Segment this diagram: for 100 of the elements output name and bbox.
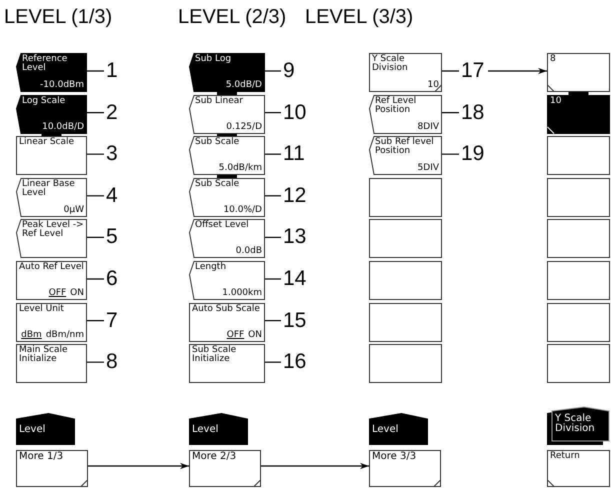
- menu-tab: [16, 413, 75, 445]
- menu-tab: [369, 413, 428, 445]
- leader-line: [265, 320, 281, 322]
- callout-number: 3: [106, 142, 130, 166]
- callout-number: 13: [283, 225, 308, 250]
- leader-line: [442, 154, 459, 155]
- callout-number: 8: [106, 350, 130, 374]
- softkey-label: Reference Level: [22, 55, 68, 73]
- softkey-label: Level: [192, 425, 220, 434]
- callout-number: 19: [461, 142, 486, 166]
- leader-line: [265, 195, 281, 196]
- empty-softkey: [369, 178, 442, 217]
- leader-line: [87, 236, 104, 238]
- softkey-label: Length: [195, 263, 228, 272]
- softkey-label: Y Scale Division: [555, 414, 596, 434]
- setting-value: 10: [428, 80, 439, 90]
- leader-line: [87, 195, 104, 196]
- leader-line: [265, 236, 281, 238]
- softkey-label: Return: [550, 452, 581, 461]
- setting-value: 0.125/D: [226, 122, 262, 132]
- softkey: [16, 94, 87, 134]
- leader-line: [265, 278, 281, 280]
- leader-line: [265, 70, 281, 72]
- callout-number: 5: [106, 225, 130, 250]
- leader-line: [265, 112, 281, 114]
- callout-number: 6: [106, 267, 130, 291]
- softkey: [16, 219, 87, 258]
- callout-number: 9: [283, 59, 308, 83]
- softkey-label: Sub Ref level Position: [375, 138, 435, 156]
- setting-value: 0.0dB: [236, 246, 262, 256]
- setting-value: 5DIV: [418, 163, 439, 174]
- softkey-label: More 3/3: [372, 452, 418, 461]
- column-heading: LEVEL (3/3): [305, 6, 414, 29]
- softkey-label: More 1/3: [19, 452, 64, 461]
- arrow: [88, 462, 189, 470]
- softkey-label: Sub Scale: [195, 138, 240, 148]
- softkey: [189, 261, 265, 300]
- softkey-label: Auto Ref Level: [19, 263, 84, 272]
- softkey-label: Linear Scale: [19, 138, 76, 148]
- softkey: [16, 302, 87, 342]
- softkey-label: Sub Scale: [195, 180, 240, 189]
- softkey: [16, 261, 87, 300]
- leader-line: [87, 362, 104, 363]
- leader-line: [265, 362, 281, 363]
- softkey-label: Level Unit: [19, 304, 65, 314]
- softkey-label: Sub Log: [195, 55, 232, 64]
- softkey-label: Main Scale Initialize: [19, 346, 69, 364]
- softkey: [189, 136, 265, 176]
- callout-number: 12: [283, 184, 308, 208]
- setting-value: OFF: [48, 288, 66, 298]
- softkey: [189, 450, 261, 487]
- column-heading: LEVEL (2/3): [178, 6, 286, 29]
- softkey: [547, 94, 610, 134]
- empty-softkey: [369, 344, 442, 384]
- softkey: [369, 94, 442, 134]
- leader-line: [442, 112, 459, 114]
- softkey: [189, 344, 265, 384]
- callout-number: 7: [106, 308, 130, 333]
- callout-number: 18: [461, 100, 486, 125]
- callout-number: 1: [106, 59, 130, 83]
- empty-softkey: [547, 302, 610, 342]
- arrow: [261, 462, 369, 470]
- softkey: [547, 450, 610, 487]
- softkey-label: Auto Sub Scale: [192, 304, 261, 314]
- softkey-label: More 2/3: [192, 452, 238, 461]
- softkey-label: Linear Base Level: [22, 180, 76, 198]
- setting-value: 5.0dB/km: [218, 163, 262, 174]
- softkey: [369, 53, 442, 92]
- setting-value: dBm: [21, 330, 42, 340]
- callout-number: 15: [283, 308, 308, 333]
- leader-line: [87, 112, 104, 114]
- softkey: [369, 136, 442, 176]
- softkey-label: Sub Linear: [195, 96, 244, 106]
- softkey: [16, 450, 88, 487]
- setting-value: 8DIV: [418, 122, 439, 132]
- callout-number: 4: [106, 184, 130, 208]
- softkey-label: Ref Level Position: [375, 96, 418, 115]
- softkey-label: 8: [550, 55, 557, 64]
- empty-softkey: [547, 344, 610, 384]
- setting-value: ON: [248, 330, 262, 340]
- setting-value: -10.0dBm: [40, 80, 84, 90]
- empty-softkey: [547, 261, 610, 300]
- softkey: [189, 178, 265, 217]
- softkey-label: Log Scale: [22, 96, 66, 106]
- setting-value: 10.0%/D: [223, 204, 262, 215]
- softkey: [16, 178, 87, 217]
- softkey-label: Level: [19, 425, 46, 434]
- setting-value: 10.0dB/D: [42, 122, 84, 132]
- softkey: [189, 94, 265, 134]
- softkey-label: 10: [550, 96, 562, 106]
- setting-value: 0μW: [64, 204, 84, 215]
- menu-tab: [547, 407, 609, 445]
- arrow: [488, 68, 547, 74]
- empty-softkey: [369, 261, 442, 300]
- softkey-label: Level: [372, 425, 400, 434]
- setting-value: dBm/nm: [46, 330, 84, 340]
- leader-line: [87, 70, 104, 72]
- callout-number: 10: [283, 100, 308, 125]
- setting-value: OFF: [226, 330, 244, 340]
- callout-number: 17: [461, 59, 486, 83]
